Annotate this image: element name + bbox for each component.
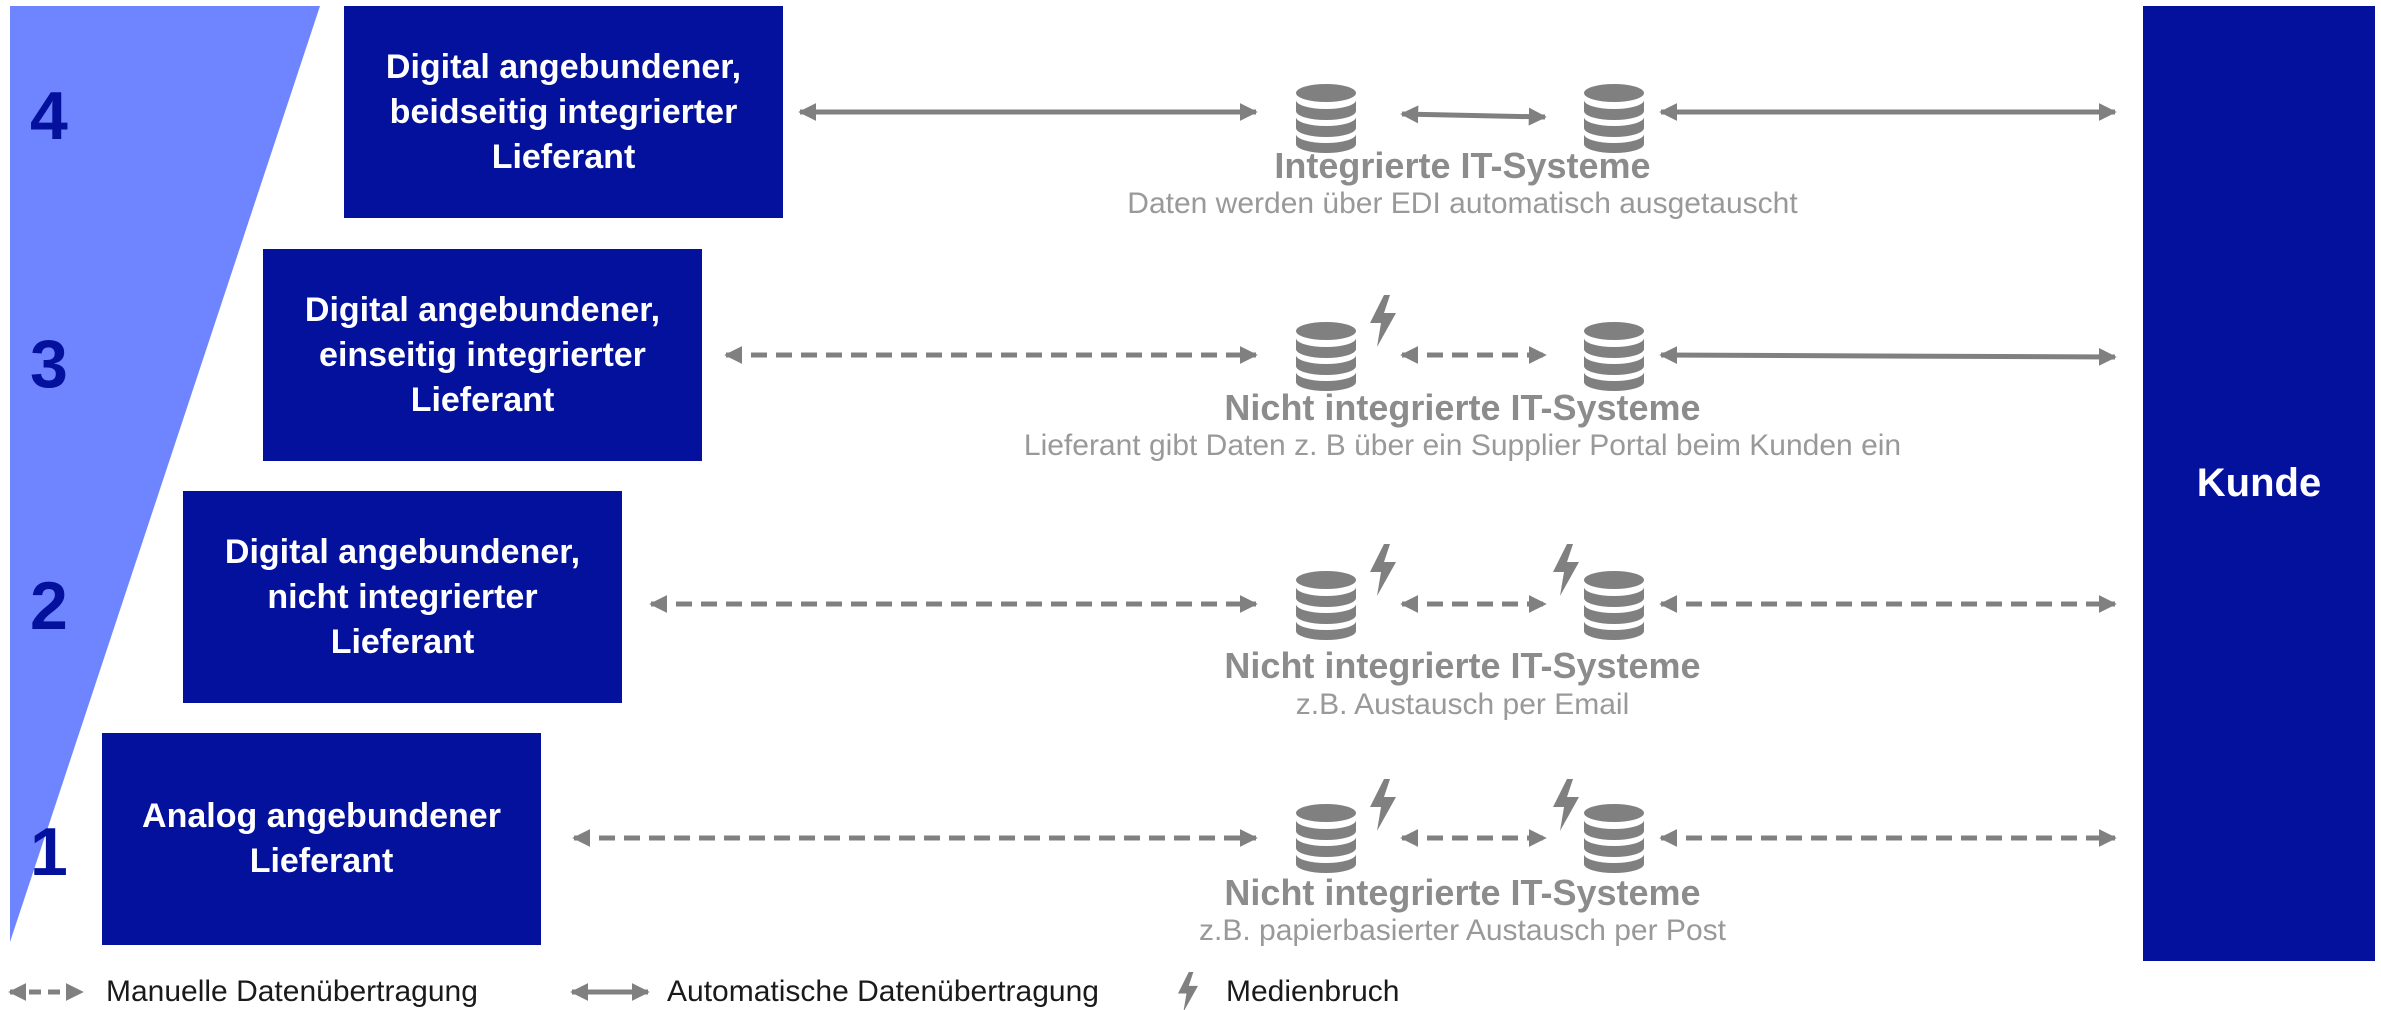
- supplier-box-level-3: Digital angebundener, einseitig integrie…: [263, 249, 702, 461]
- database-icon: [1584, 804, 1644, 873]
- level-number-4: 4: [30, 78, 68, 154]
- system-desc-level-1: z.B. papierbasierter Austausch per Post: [1199, 914, 1726, 947]
- system-desc-level-4: Daten werden über EDI automatisch ausget…: [1127, 187, 1798, 220]
- lightning-icon: [1370, 544, 1396, 596]
- database-icon: [1584, 322, 1644, 391]
- database-icon: [1296, 322, 1356, 391]
- level-3-right-link: [1659, 346, 2117, 366]
- database-icon: [1296, 571, 1356, 640]
- legend-automatic-label: Automatische Datenübertragung: [667, 975, 1099, 1008]
- lightning-icon: [1553, 779, 1579, 831]
- system-title-level-3: Nicht integrierte IT-Systeme: [1224, 387, 1701, 428]
- database-icon: [1296, 804, 1356, 873]
- level-4-middle-link: [1400, 105, 1547, 126]
- supplier-box-level-4: Digital angebundener, beidseitig integri…: [344, 6, 783, 218]
- legend-manual-label: Manuelle Datenübertragung: [106, 975, 478, 1008]
- system-desc-level-3: Lieferant gibt Daten z. B über ein Suppl…: [1023, 429, 1902, 462]
- customer-box: Kunde: [2143, 6, 2375, 961]
- lightning-icon: [1178, 972, 1198, 1010]
- database-icon: [1584, 571, 1644, 640]
- supplier-box-level-2: Digital angebundener, nicht integrierter…: [183, 491, 622, 703]
- lightning-icon: [1370, 295, 1396, 347]
- system-title-level-4: Integrierte IT-Systeme: [1274, 145, 1651, 186]
- legend-media-break-label: Medienbruch: [1226, 975, 1400, 1008]
- lightning-icon: [1553, 544, 1579, 596]
- lightning-icon: [1370, 779, 1396, 831]
- maturity-wedge: [10, 6, 320, 942]
- database-icon: [1296, 84, 1356, 153]
- database-icon: [1584, 84, 1644, 153]
- level-number-1: 1: [30, 814, 68, 890]
- level-number-2: 2: [30, 568, 68, 644]
- supplier-box-level-1: Analog angebundener Lieferant: [102, 733, 541, 945]
- system-title-level-2: Nicht integrierte IT-Systeme: [1224, 645, 1701, 686]
- system-title-level-1: Nicht integrierte IT-Systeme: [1224, 872, 1701, 913]
- level-number-3: 3: [30, 326, 68, 402]
- system-desc-level-2: z.B. Austausch per Email: [1295, 688, 1630, 721]
